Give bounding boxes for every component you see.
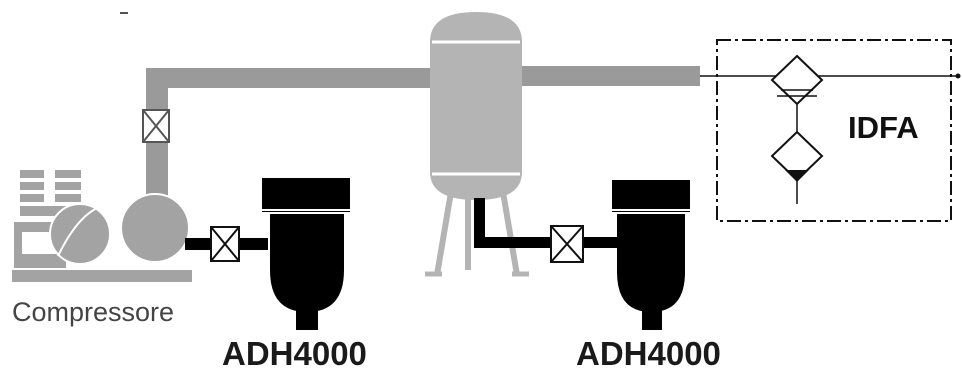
filter-icon [770,54,824,106]
compressor-label: Compressore [12,297,175,327]
pipework [146,66,700,210]
compressor-icon [12,170,192,282]
valve-icon [142,109,170,143]
dryer-right-label: ADH4000 [576,335,721,372]
dryer-icon [612,180,690,330]
dryer-icon [262,178,350,330]
valve-icon [185,226,268,262]
valve-icon [550,225,621,263]
top-pipe [146,68,432,88]
drain-pipe [474,198,624,248]
receiver-tank-icon [425,12,529,277]
outlet-pipe [522,66,700,86]
filter-unit-label: IDFA [848,110,919,145]
dryer-left-label: ADH4000 [222,335,367,372]
filter-unit-box [700,39,961,222]
filter-icon [770,130,824,182]
